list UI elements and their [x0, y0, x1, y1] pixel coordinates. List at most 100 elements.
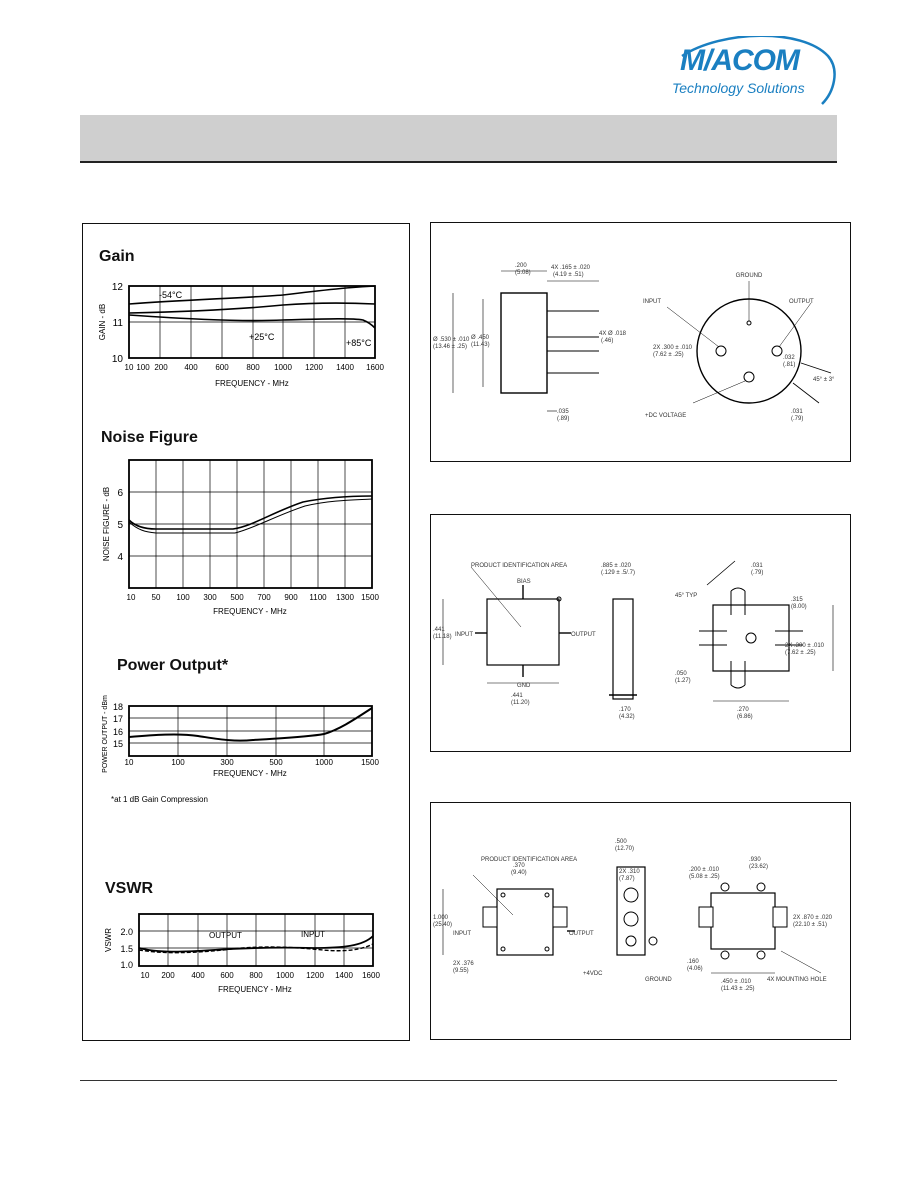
sm-dim: .170: [619, 707, 631, 713]
cn-ground-label: GROUND: [645, 977, 672, 983]
gain-xlabel: FREQUENCY - MHz: [215, 379, 289, 388]
cn-output-label: OUTPUT: [569, 931, 594, 937]
vswr-ytick: 1.5: [120, 944, 133, 954]
gain-ytick: 12: [112, 282, 124, 293]
gain-xtick: 1200: [305, 363, 323, 372]
sm-dim: .270: [737, 707, 749, 713]
cn-dim: .370: [513, 863, 525, 869]
logo-wordmark: M/ACOM: [680, 44, 800, 77]
cn-dim: (25.40): [433, 922, 452, 928]
vswr-xtick: 1200: [306, 971, 324, 980]
sm-dim: (.79): [751, 570, 763, 576]
po-xtick: 300: [220, 758, 234, 767]
gain-annotation: -54°C: [159, 290, 183, 300]
typical-performance-panel: Gain 12 11 10 10 100 200 400 600 800 100…: [82, 223, 410, 1041]
nf-xtick: 1100: [309, 593, 327, 602]
gain-xtick: 400: [184, 363, 198, 372]
to8-dim: .035: [557, 409, 569, 415]
po-xtick: 500: [269, 758, 283, 767]
nf-xtick: 1500: [361, 593, 379, 602]
cn-vdc-label: +4VDC: [583, 971, 603, 977]
sm-dim: (.129 ± .5/.7): [601, 570, 635, 576]
header-bar: [80, 115, 837, 163]
gain-ylabel: GAIN - dB: [98, 304, 107, 340]
nf-xtick: 900: [284, 593, 298, 602]
nf-xtick: 1300: [336, 593, 354, 602]
sm-output-label: OUTPUT: [571, 632, 596, 638]
to8-dim: (.79): [791, 416, 803, 422]
to8-dim: (11.43): [471, 342, 490, 348]
po-xtick: 1000: [315, 758, 333, 767]
gain-chart: 12 11 10 10 100 200 400 600 800 1000 120…: [98, 282, 384, 388]
nf-ytick: 5: [117, 520, 123, 531]
to8-dim: 4X .165 ± .020: [551, 265, 591, 271]
sm-dim: .050: [675, 671, 687, 677]
sm-input-label: INPUT: [455, 632, 473, 638]
nf-xtick: 10: [127, 593, 136, 602]
power-output-title: Power Output*: [117, 657, 229, 674]
cn-dim: (23.62): [749, 864, 768, 870]
noise-figure-chart: 6 5 4 10 50 100 300 500 700 900 1100 130…: [102, 459, 379, 616]
connectorized-outline-drawing: PRODUCT IDENTIFICATION AREA INPUT OUTPUT…: [433, 839, 833, 992]
gain-annotation: +85°C: [346, 338, 372, 348]
nf-xtick: 300: [203, 593, 217, 602]
connectorized-outline-panel: PRODUCT IDENTIFICATION AREA INPUT OUTPUT…: [430, 802, 851, 1040]
po-xtick: 1500: [361, 758, 379, 767]
po-ylabel: POWER OUTPUT - dBm: [102, 695, 109, 773]
to8-dc-label: +DC VOLTAGE: [645, 413, 686, 419]
vswr-title: VSWR: [105, 880, 153, 897]
po-xtick: 100: [171, 758, 185, 767]
vswr-ytick: 2.0: [120, 927, 133, 937]
sm-dim: .031: [751, 563, 763, 569]
cn-dim: 1.000: [433, 915, 449, 921]
sm-gnd-label: GND: [517, 683, 531, 689]
cn-dim: .500: [615, 839, 627, 845]
vswr-xtick: 1600: [362, 971, 380, 980]
cn-dim: 2X .376: [453, 961, 474, 967]
gain-xtick: 1000: [274, 363, 292, 372]
gain-annotation: +25°C: [249, 332, 275, 342]
to8-dim: .032: [783, 355, 795, 361]
to8-ground-label: GROUND: [736, 273, 763, 279]
logo-tagline: Technology Solutions: [672, 80, 805, 96]
to8-dim: (7.62 ± .25): [653, 352, 684, 358]
to8-dim: (5.08): [515, 270, 531, 276]
to8-dim: 2X .300 ± .010: [653, 345, 693, 351]
gain-ytick: 11: [113, 318, 124, 329]
po-footnote: *at 1 dB Gain Compression: [111, 795, 208, 804]
footer-rule: [80, 1080, 837, 1081]
gain-xtick: 10: [125, 363, 134, 372]
to8-dim: .031: [791, 409, 803, 415]
cn-input-label: INPUT: [453, 931, 471, 937]
vswr-annotation: OUTPUT: [209, 931, 242, 940]
sm-dim: (1.27): [675, 678, 691, 684]
gain-title: Gain: [99, 248, 135, 265]
sm-dim: .441: [511, 693, 523, 699]
nf-xtick: 700: [257, 593, 271, 602]
to8-output-label: OUTPUT: [789, 299, 814, 305]
sm-dim: (7.62 ± .25): [785, 650, 816, 656]
sm-dim: (8.00): [791, 604, 807, 610]
po-ytick: 17: [113, 714, 123, 724]
gain-xtick: 600: [215, 363, 229, 372]
cn-dim: 2X .310: [619, 869, 640, 875]
cn-dim: 2X .870 ± .020: [793, 915, 833, 921]
surface-mount-outline-drawing: PRODUCT IDENTIFICATION AREA BIAS INPUT O…: [433, 560, 834, 720]
sm-dim: .885 ± .020: [601, 563, 632, 569]
surface-mount-outline-panel: PRODUCT IDENTIFICATION AREA BIAS INPUT O…: [430, 514, 851, 752]
sm-dim: .441: [433, 627, 445, 633]
to8-dim: (13.46 ± .25): [433, 344, 467, 350]
nf-ylabel: NOISE FIGURE - dB: [102, 487, 111, 561]
cn-dim: (12.70): [615, 846, 634, 852]
sm-dim: .315: [791, 597, 803, 603]
cn-pid-label: PRODUCT IDENTIFICATION AREA: [481, 857, 577, 863]
vswr-ytick: 1.0: [120, 960, 133, 970]
vswr-xlabel: FREQUENCY - MHz: [218, 985, 292, 994]
to8-dim: 4X Ø .018: [599, 331, 627, 337]
po-xlabel: FREQUENCY - MHz: [213, 769, 287, 778]
cn-dim: (11.43 ± .25): [721, 986, 755, 992]
logo-swoosh: [681, 36, 836, 105]
to8-dim: .200: [515, 263, 527, 269]
gain-xtick: 100: [136, 363, 150, 372]
cn-dim: (7.87): [619, 876, 635, 882]
